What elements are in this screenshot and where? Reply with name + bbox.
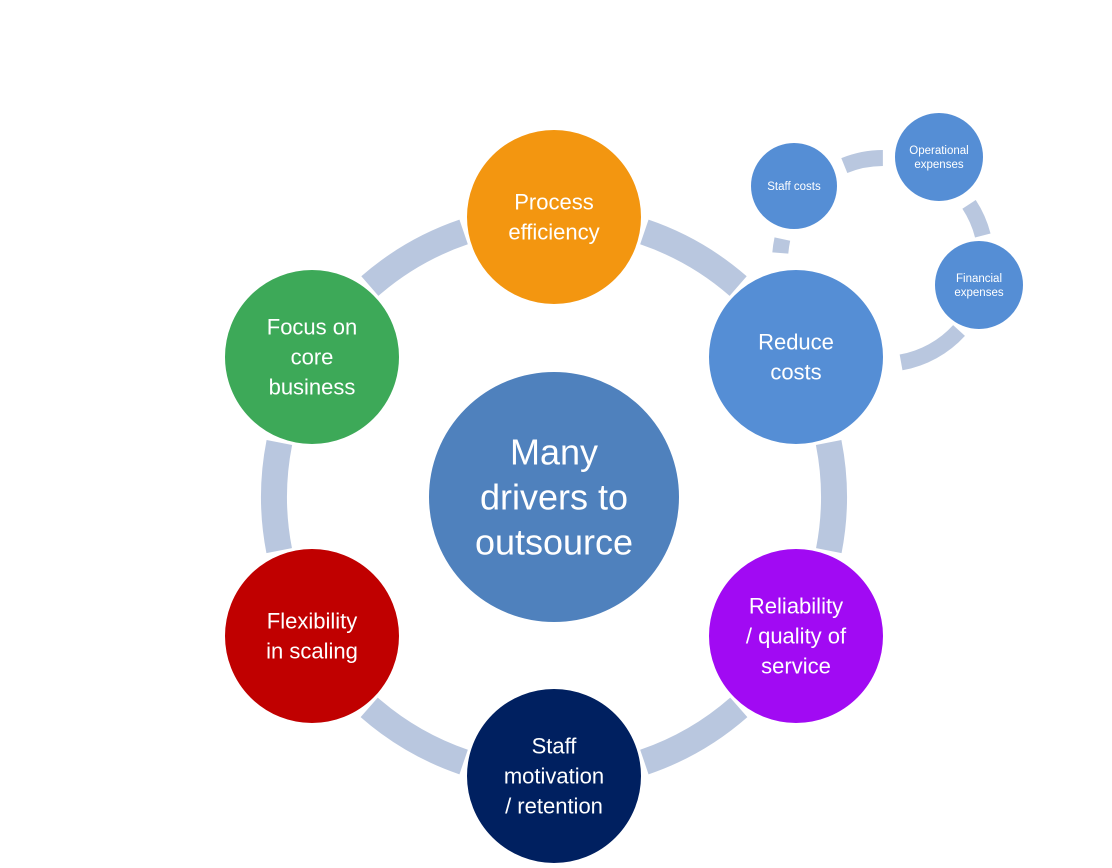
driver-process-efficiency-label-line: Process [514, 190, 593, 215]
ring-connector [360, 697, 469, 775]
driver-process-efficiency: Process efficiency [465, 128, 643, 306]
driver-staff-motivation-circle [465, 687, 643, 865]
cost-connector [899, 324, 965, 371]
driver-staff-motivation-label-line: Staff [532, 734, 578, 759]
cost-staff-costs: Staff costs [749, 141, 839, 231]
driver-staff-motivation: Staff motivation / retention [465, 687, 643, 865]
driver-flexibility-scaling-circle [223, 547, 401, 725]
ring-connector [361, 219, 469, 297]
driver-staff-motivation-label-line: / retention [505, 794, 603, 819]
driver-reduce-costs-circle [707, 268, 885, 446]
driver-flexibility-scaling: Flexibility in scaling [223, 547, 401, 725]
driver-focus-core-business-circle [223, 268, 401, 446]
central-node-label-line: drivers to [480, 477, 628, 518]
cost-connector [962, 200, 991, 238]
cost-financial-expenses: Financial expenses [933, 239, 1025, 331]
ring-connector [639, 219, 747, 297]
driver-reduce-costs-label-line: Reduce [758, 330, 834, 355]
driver-staff-motivation-label-line: motivation [504, 764, 604, 789]
cost-operational-expenses-label: Operational expenses [909, 145, 968, 171]
driver-focus-core-business: Focus on core business [223, 268, 401, 446]
central-node-label-line: outsource [475, 522, 633, 563]
cost-connector [772, 237, 791, 254]
cost-financial-expenses-label-line: Financial [956, 273, 1002, 285]
cost-connector [841, 150, 884, 174]
driver-reliability-quality-circle [707, 547, 885, 725]
driver-reliability-quality: Reliability / quality of service [707, 547, 885, 725]
ring-connectors [261, 219, 847, 775]
cost-financial-expenses-label-line: expenses [954, 287, 1003, 299]
driver-focus-core-business-label: Focus on core business [267, 315, 358, 400]
driver-staff-motivation-label: Staff motivation / retention [504, 734, 604, 819]
central-node-circle [427, 370, 681, 624]
driver-reliability-quality-label-line: service [761, 654, 831, 679]
driver-reliability-quality-label: Reliability / quality of service [746, 594, 847, 679]
driver-flexibility-scaling-label: Flexibility in scaling [266, 609, 358, 664]
driver-process-efficiency-label-line: efficiency [508, 220, 599, 245]
ring-connector [639, 697, 748, 775]
cost-financial-expenses-label: Financial expenses [954, 273, 1003, 299]
driver-focus-core-business-label-line: Focus on [267, 315, 358, 340]
driver-focus-core-business-label-line: business [269, 375, 356, 400]
driver-process-efficiency-label: Process efficiency [508, 190, 599, 245]
cost-breakdown-connectors [772, 150, 991, 371]
cost-staff-costs-label-line: Staff costs [767, 181, 821, 193]
central-node-label-line: Many [510, 432, 598, 473]
cost-staff-costs-circle [749, 141, 839, 231]
driver-reduce-costs-label: Reduce costs [758, 330, 834, 385]
driver-reduce-costs: Reduce costs [707, 268, 885, 446]
cost-operational-expenses: Operational expenses [893, 111, 985, 203]
driver-flexibility-scaling-label-line: Flexibility [267, 609, 357, 634]
driver-reliability-quality-label-line: Reliability [749, 594, 843, 619]
cost-operational-expenses-label-line: expenses [914, 159, 963, 171]
ring-connector [815, 439, 847, 554]
cost-financial-expenses-circle [933, 239, 1025, 331]
driver-focus-core-business-label-line: core [291, 345, 334, 370]
cost-operational-expenses-circle [893, 111, 985, 203]
driver-reliability-quality-label-line: / quality of [746, 624, 847, 649]
driver-flexibility-scaling-label-line: in scaling [266, 639, 358, 664]
cost-staff-costs-label: Staff costs [767, 181, 821, 193]
driver-reduce-costs-label-line: costs [770, 360, 821, 385]
cost-operational-expenses-label-line: Operational [909, 145, 968, 157]
driver-process-efficiency-circle [465, 128, 643, 306]
ring-connector [261, 439, 293, 554]
